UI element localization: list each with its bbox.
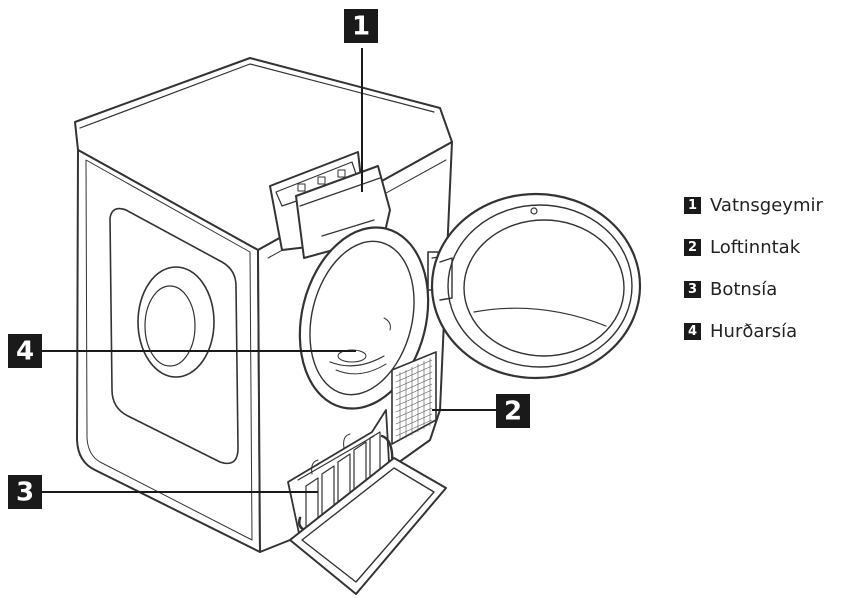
callout-1-number: 1 <box>352 12 370 42</box>
legend-badge: 3 <box>684 281 701 298</box>
legend-badge: 1 <box>684 197 701 214</box>
legend-label: Botnsía <box>710 279 777 300</box>
legend-badge: 2 <box>684 239 701 256</box>
callout-3-number: 3 <box>16 478 34 508</box>
legend-item-1: 1 Vatnsgeymir <box>684 193 823 218</box>
legend-label: Loftinntak <box>710 237 800 258</box>
callout-1: 1 <box>344 9 378 43</box>
callout-3: 3 <box>8 475 42 509</box>
callout-4: 4 <box>8 334 42 368</box>
legend-label: Hurðarsía <box>710 321 797 342</box>
legend-badge: 4 <box>684 323 701 340</box>
callout-4-number: 4 <box>16 337 34 367</box>
legend-label: Vatnsgeymir <box>710 195 823 216</box>
legend: 1 Vatnsgeymir 2 Loftinntak 3 Botnsía 4 H… <box>684 193 823 361</box>
legend-item-2: 2 Loftinntak <box>684 235 823 260</box>
callout-2: 2 <box>496 394 530 428</box>
callout-2-number: 2 <box>504 397 522 427</box>
legend-item-3: 3 Botnsía <box>684 277 823 302</box>
tumble-dryer-illustration <box>75 58 640 594</box>
legend-item-4: 4 Hurðarsía <box>684 319 823 344</box>
